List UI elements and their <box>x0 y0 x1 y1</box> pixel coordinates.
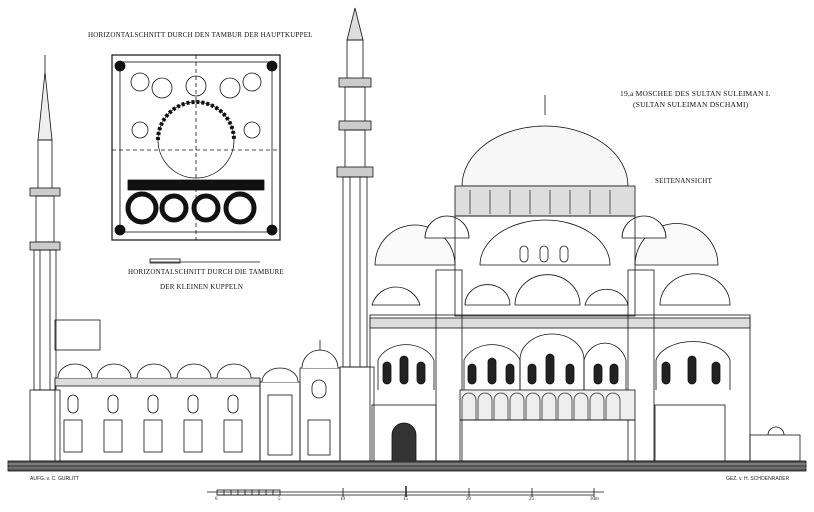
mosque-main-building <box>369 95 801 462</box>
view-label: SEITENANSICHT <box>655 177 713 185</box>
credit-right: GEZ. v. H. SCHOENRADER <box>726 476 790 482</box>
scale-label: 10 <box>340 497 345 502</box>
plate-title: 19,a MOSCHEE DES SULTAN SULEIMAN I. <box>620 89 771 98</box>
plate-subtitle: (SULTAN SULEIMAN DSCHAMI) <box>633 100 749 109</box>
floor-plan <box>111 54 281 264</box>
scale-label: 20 <box>466 497 471 502</box>
courtyard-wing <box>54 319 341 462</box>
ground-line <box>7 460 807 472</box>
plan-title-bottom-line2: DER KLEINEN KUPPELN <box>160 283 244 291</box>
plan-title-bottom-line1: HORIZONTALSCHNITT DURCH DIE TAMBURE <box>128 268 284 276</box>
scale-bar <box>207 486 604 497</box>
scale-label: 30m <box>590 497 599 502</box>
central-minaret <box>336 7 375 462</box>
left-minaret <box>29 55 61 462</box>
scale-label: 5 <box>278 497 281 502</box>
plan-title-top: HORIZONTALSCHNITT DURCH DEN TAMBUR DER H… <box>88 31 313 39</box>
credit-left: AUFG. v. C. GURLITT <box>30 476 80 482</box>
scale-label: 15 <box>403 497 408 502</box>
scale-label: 25 <box>529 497 534 502</box>
scale-label: 0 <box>215 497 218 502</box>
